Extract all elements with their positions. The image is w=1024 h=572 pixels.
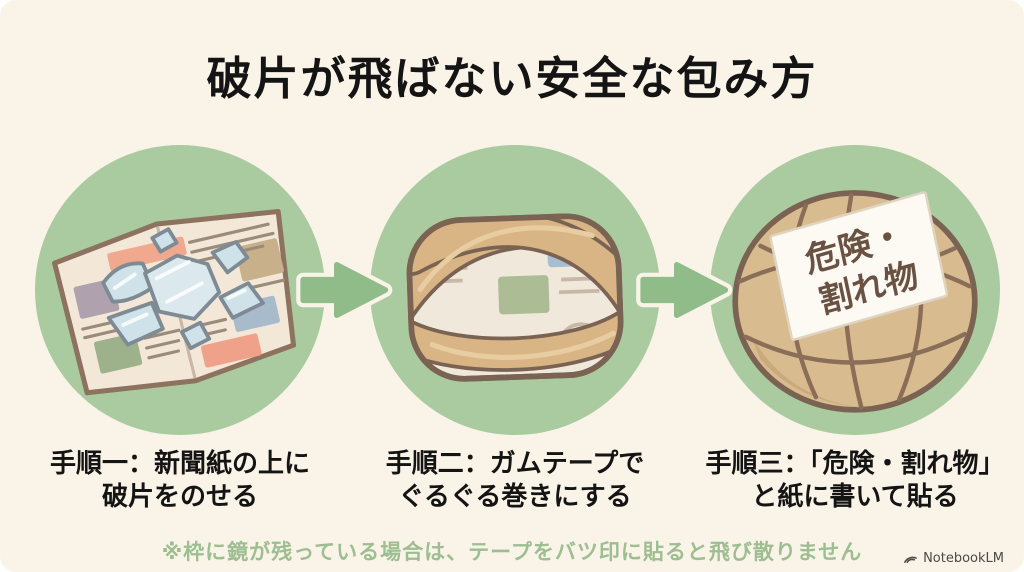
newspaper-with-shards-icon xyxy=(52,209,297,396)
footnote: ※枠に鏡が残っている場合は、テープをバツ印に貼ると飛び散りません xyxy=(161,540,863,564)
step2-caption-line1: 手順二：ガムテープで xyxy=(385,449,645,479)
step3-caption-line2: と紙に書いて貼る xyxy=(751,482,959,513)
notebooklm-logo-icon xyxy=(904,556,917,564)
step2-circle xyxy=(370,145,660,435)
step1-caption-line2: 破片をのせる xyxy=(101,482,258,513)
step3-caption-line1: 手順三：「危険・割れ物」 xyxy=(705,449,1005,479)
step3-circle: 危険・ 割れ物 xyxy=(710,145,1000,435)
arrow-right-icon xyxy=(296,257,393,323)
packing-tape-bands xyxy=(407,214,623,372)
step3-caption: 手順三：「危険・割れ物」 と紙に書いて貼る xyxy=(675,448,1024,515)
taped-newspaper-bundle-icon xyxy=(406,213,624,382)
step1-caption-line1: 手順一：新聞紙の上に xyxy=(49,449,310,479)
step1-caption: 手順一：新聞紙の上に 破片をのせる xyxy=(0,448,360,515)
warning-label: 危険・ 割れ物 xyxy=(769,191,949,341)
wrapped-ball-with-label-icon: 危険・ 割れ物 xyxy=(732,190,978,413)
page-title: 破片が飛ばない安全な包み方 xyxy=(206,52,818,105)
glass-shards xyxy=(101,227,265,351)
step2-caption-line2: ぐるぐる巻きにする xyxy=(398,482,632,513)
watermark-label: NotebookLM xyxy=(923,551,1004,566)
watermark: NotebookLM xyxy=(903,551,1004,566)
step1-circle xyxy=(35,145,325,435)
arrow-right-icon xyxy=(636,257,733,323)
step2-caption: 手順二：ガムテープで ぐるぐる巻きにする xyxy=(335,448,695,515)
